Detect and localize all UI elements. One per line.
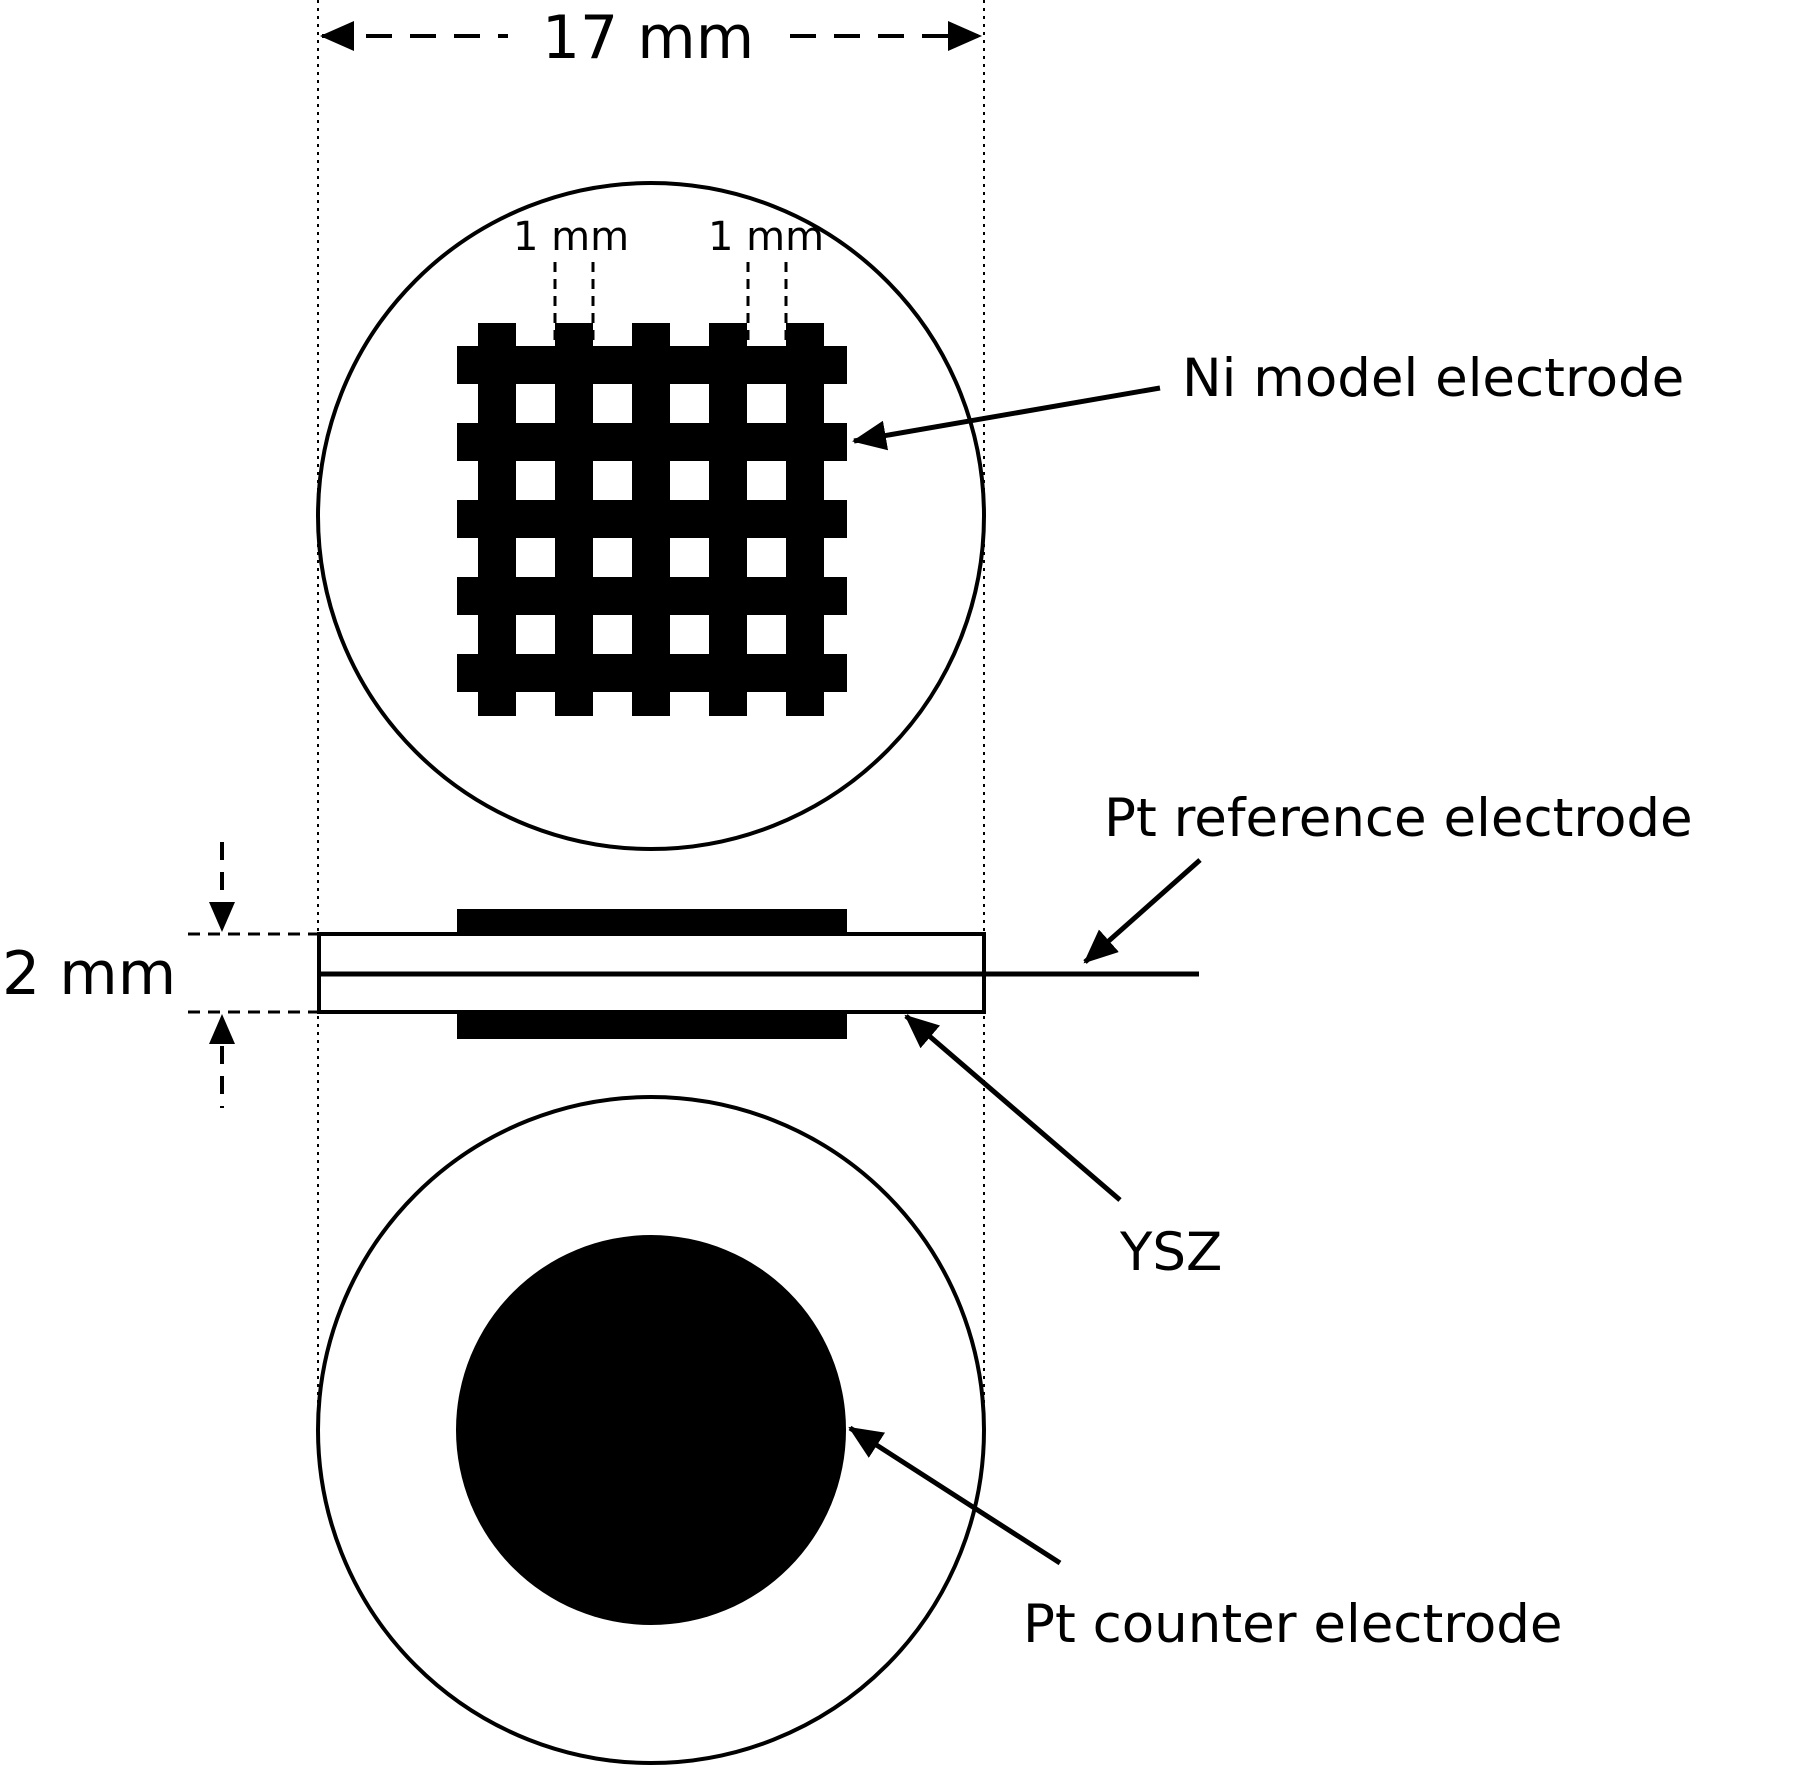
thickness-top-arrowhead-icon [209,902,235,932]
width-dimension: 17 mm [320,3,982,73]
ni-mesh [457,323,847,716]
ni-electrode-side [457,909,847,935]
ysz-disc-bottom [316,1095,986,1765]
line-width-label-left: 1 mm [513,214,629,260]
thickness-bottom-arrowhead-icon [209,1014,235,1044]
ni-electrode-label: Ni model electrode [1182,348,1684,409]
thickness-dimension [188,842,318,1108]
pt-counter-electrode [456,1235,846,1625]
left-arrowhead-icon [320,21,354,51]
side-view [317,909,1199,1039]
pt-counter-side [457,1012,847,1039]
width-dimension-label: 17 mm [542,3,754,73]
ni-electrode-pointer [852,385,1161,451]
line-width-markers [553,262,788,344]
pt-counter-label: Pt counter electrode [1023,1594,1563,1655]
right-arrowhead-icon [948,21,982,51]
pt-reference-pointer [1083,858,1202,964]
line-width-label-right: 1 mm [708,214,824,260]
ysz-disc-top [316,181,986,851]
ysz-label: YSZ [1119,1222,1222,1283]
pt-reference-label: Pt reference electrode [1104,788,1693,849]
top-view: 1 mm 1 mm [316,181,986,851]
thickness-dimension-label: 2 mm [2,939,176,1009]
bottom-view [316,1095,986,1765]
ysz-pointer [904,1014,1122,1202]
pt-counter-pointer [848,1425,1062,1566]
